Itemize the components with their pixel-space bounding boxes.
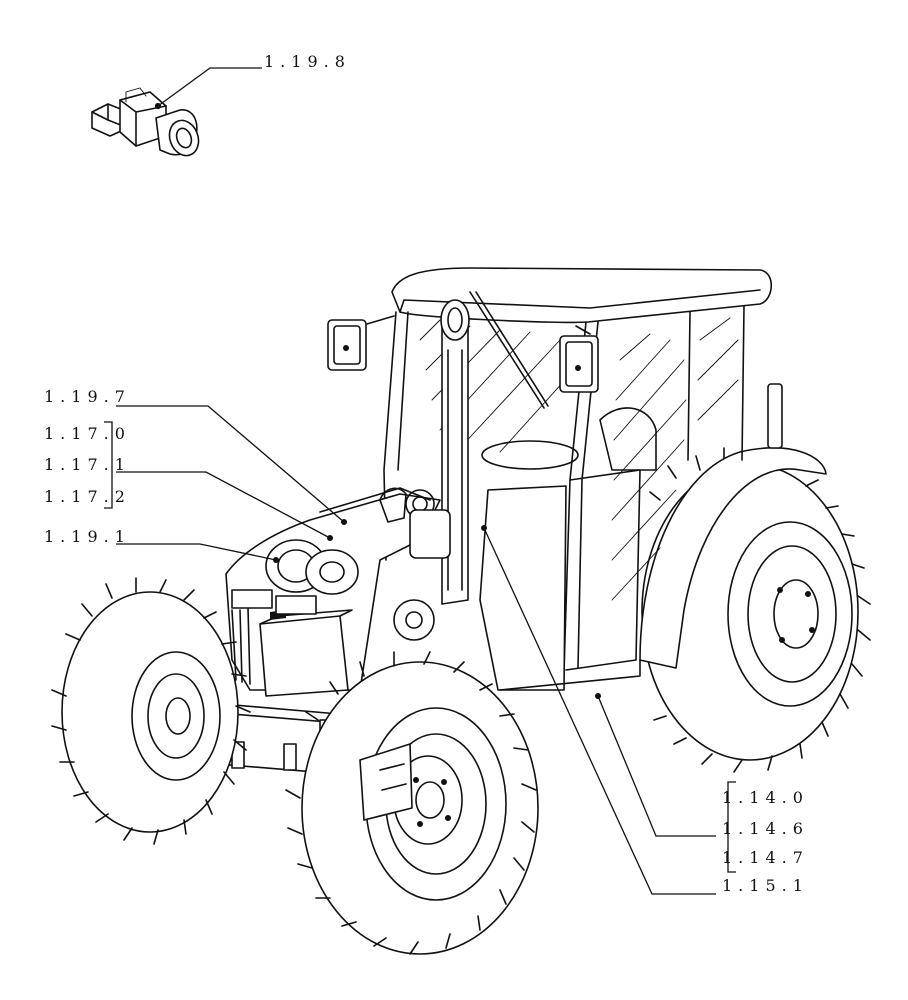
callout-1-19-1: 1.19.1 xyxy=(44,527,131,546)
cab xyxy=(383,267,773,691)
front-right-wheel xyxy=(285,651,539,955)
callout-1-15-1: 1.15.1 xyxy=(722,876,809,895)
callout-1-17-0: 1.17.0 xyxy=(44,424,131,443)
callout-1-19-8: 1.19.8 xyxy=(264,52,351,71)
callout-1-14-6: 1.14.6 xyxy=(722,819,809,838)
callout-brackets xyxy=(104,421,736,873)
callout-1-17-2: 1.17.2 xyxy=(44,487,131,506)
callout-1-14-7: 1.14.7 xyxy=(722,848,809,867)
callout-1-19-7: 1.19.7 xyxy=(44,387,131,406)
rear-stub xyxy=(767,383,783,449)
leader-lines xyxy=(116,67,716,895)
rear-fender xyxy=(639,447,827,669)
callout-1-14-0: 1.14.0 xyxy=(722,788,809,807)
mirrors xyxy=(327,315,599,393)
front-left-wheel xyxy=(51,577,251,845)
callout-1-17-1: 1.17.1 xyxy=(44,455,131,474)
sensor-detail-drawing xyxy=(91,87,200,157)
engine-block xyxy=(225,487,451,697)
